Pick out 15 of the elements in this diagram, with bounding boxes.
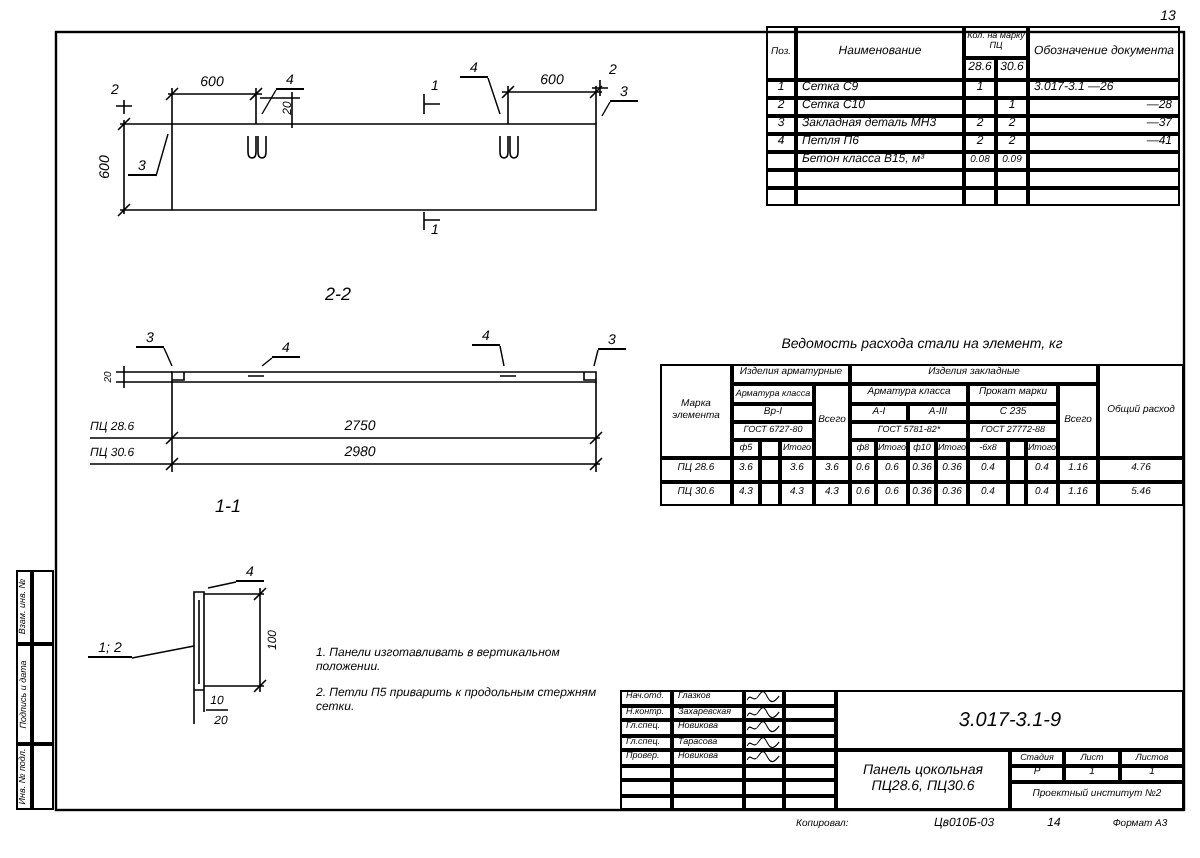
panel-section-drawing	[89, 365, 603, 473]
leader-line	[261, 89, 277, 115]
leader-line	[155, 133, 169, 177]
panel-detail-drawing	[193, 587, 267, 725]
leader-line	[487, 77, 501, 115]
leader-line	[207, 581, 237, 589]
leader-line	[131, 645, 195, 659]
leader-line	[601, 101, 611, 117]
view-title: 1-1	[212, 496, 243, 518]
leader-line	[499, 345, 505, 367]
leader-line	[163, 347, 173, 367]
leader-line	[261, 357, 273, 367]
view-title: 2-2	[322, 284, 353, 306]
sheet-code: 3.017-3.1-9	[836, 690, 1184, 750]
leader-line	[593, 349, 599, 367]
